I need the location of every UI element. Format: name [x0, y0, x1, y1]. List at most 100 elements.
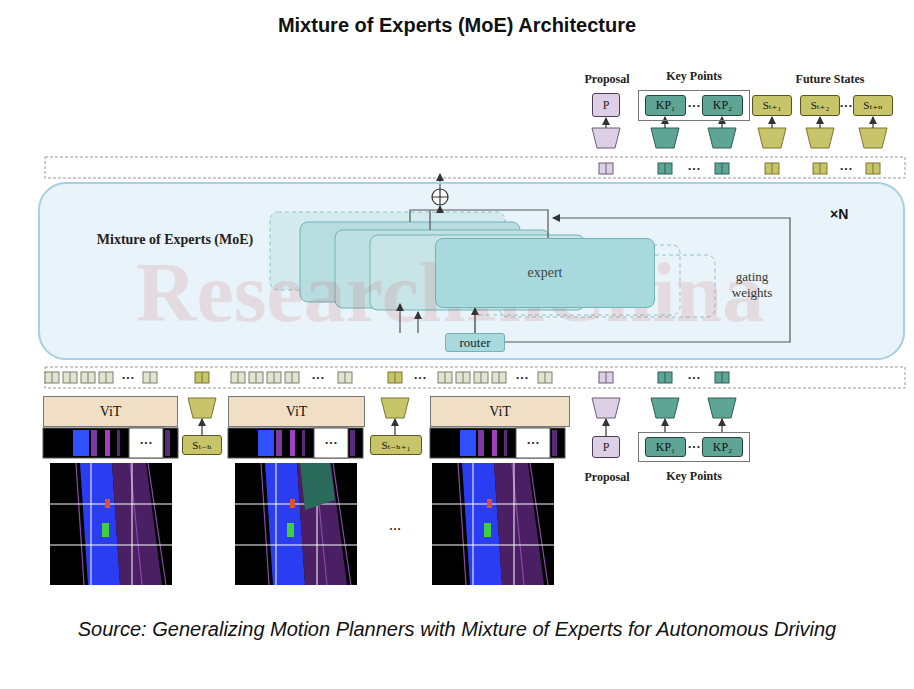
token-divider [150, 372, 151, 383]
s-box: Sₜ₋ₕ [182, 435, 222, 455]
p-box: P [592, 436, 620, 458]
token [813, 163, 827, 174]
token [866, 163, 880, 174]
token-divider [665, 163, 666, 174]
head-trapezoid [708, 128, 736, 148]
box-label: ViT [286, 404, 308, 420]
head-arrow [872, 117, 873, 128]
token-divider [772, 163, 773, 174]
head-trapezoid [651, 398, 679, 418]
ellipsis: ... [389, 516, 401, 534]
token [195, 372, 209, 383]
token [474, 372, 488, 383]
token-divider [873, 163, 874, 174]
token-divider [722, 163, 723, 174]
head-arrow [394, 419, 395, 435]
token-divider [481, 372, 482, 383]
token-divider [52, 372, 53, 383]
box-label: Sₜ₋ₕ₊₁ [381, 439, 410, 452]
head-arrow [819, 117, 820, 128]
token-divider [499, 372, 500, 383]
head-trapezoid [188, 398, 216, 418]
ellipsis: ··· [839, 161, 852, 177]
token-divider [545, 372, 546, 383]
token [715, 372, 729, 383]
box-label: KP₁ [656, 98, 676, 113]
head-arrow [201, 419, 202, 435]
token-divider [70, 372, 71, 383]
token [249, 372, 263, 383]
ellipsis: ··· [311, 370, 324, 386]
s-box: Sₜ₊ₙ [853, 95, 893, 116]
patch-strips [43, 428, 565, 458]
ellipsis: ··· [687, 161, 700, 177]
token-divider [106, 372, 107, 383]
caption: Source: Generalizing Motion Planners wit… [78, 618, 837, 640]
band-title: Mixture of Experts (MoE) [95, 230, 255, 250]
token-divider [202, 372, 203, 383]
s-box: Sₜ₋ₕ₊₁ [370, 435, 422, 455]
head-arrow [605, 118, 606, 128]
moe-fill [38, 182, 905, 360]
token [765, 163, 779, 174]
vit-box: ViT [43, 396, 178, 427]
head-arrow [664, 419, 665, 432]
heading-label: Proposal [584, 72, 629, 87]
ellipsis: ··· [687, 370, 700, 386]
token-divider [345, 372, 346, 383]
token [658, 163, 672, 174]
head-trapezoid [708, 398, 736, 418]
token-divider [292, 372, 293, 383]
head-trapezoid [806, 128, 834, 148]
token-divider [463, 372, 464, 383]
box-label: router [459, 335, 490, 351]
token [538, 372, 552, 383]
token [456, 372, 470, 383]
token [99, 372, 113, 383]
ellipsis: ··· [526, 435, 539, 451]
ellipsis: ··· [687, 98, 700, 114]
box-label: Sₜ₊ₙ [863, 99, 882, 112]
token-strip [45, 157, 905, 178]
head-trapezoid [381, 398, 409, 418]
token [599, 372, 613, 383]
kp-box: KP₂ [702, 95, 743, 116]
ellipsis: ··· [687, 439, 700, 455]
token [63, 372, 77, 383]
vit-box: ViT [430, 396, 570, 427]
box-label: Sₜ₋ₕ [192, 439, 211, 452]
bev-images [50, 463, 554, 585]
heading-label: Future States [796, 72, 865, 87]
token-divider [722, 372, 723, 383]
gating-label: gating weights [722, 269, 782, 301]
token [438, 372, 452, 383]
vit-box: ViT [228, 396, 365, 427]
token [143, 372, 157, 383]
ellipsis: ··· [324, 435, 337, 451]
s-box: Sₜ₊₁ [752, 95, 792, 116]
token-divider [820, 163, 821, 174]
token [599, 163, 613, 174]
tokens-and-heads [45, 117, 887, 436]
title-box: Mixture of Experts (MoE) Architecture [0, 14, 914, 37]
token [231, 372, 245, 383]
head-trapezoid [859, 128, 887, 148]
title: Mixture of Experts (MoE) Architecture [278, 14, 636, 36]
ellipsis: ··· [515, 370, 528, 386]
p-box: P [592, 93, 620, 117]
token-divider [445, 372, 446, 383]
token-divider [395, 372, 396, 383]
box-label: P [603, 440, 610, 455]
heading-label: Proposal [584, 470, 629, 485]
ellipsis: ··· [413, 370, 426, 386]
token-strip [45, 367, 905, 388]
moe-band: Mixture of Experts (MoE)×Nexpertrouter [38, 182, 905, 360]
box-label: expert [528, 265, 563, 281]
head-arrow [721, 117, 722, 128]
head-trapezoid [651, 128, 679, 148]
token-divider [88, 372, 89, 383]
token [715, 163, 729, 174]
group-heading: Key Points [639, 69, 749, 84]
sum-circle [432, 189, 448, 205]
token [388, 372, 402, 383]
